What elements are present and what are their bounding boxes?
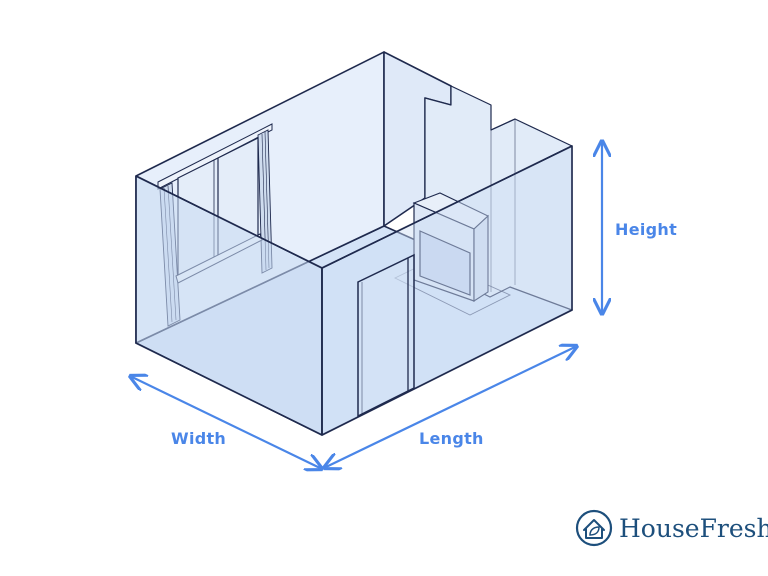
width-arrow (132, 377, 320, 468)
house-leaf-logo-icon (575, 509, 613, 547)
width-dimension: Width (132, 377, 320, 468)
height-label: Height (615, 220, 677, 239)
length-label: Length (419, 429, 484, 448)
fireplace-side (473, 214, 489, 303)
length-arrow (326, 347, 575, 467)
width-label: Width (171, 429, 226, 448)
fireplace (393, 192, 512, 316)
door-frame (357, 253, 415, 418)
door (357, 253, 415, 418)
height-dimension: Height (602, 143, 677, 312)
fireplace-opening (419, 230, 471, 296)
brand-logo: HouseFresh (575, 509, 768, 547)
length-dimension: Length (326, 347, 575, 467)
brand-name: HouseFresh (619, 514, 768, 543)
room-box (135, 51, 573, 436)
